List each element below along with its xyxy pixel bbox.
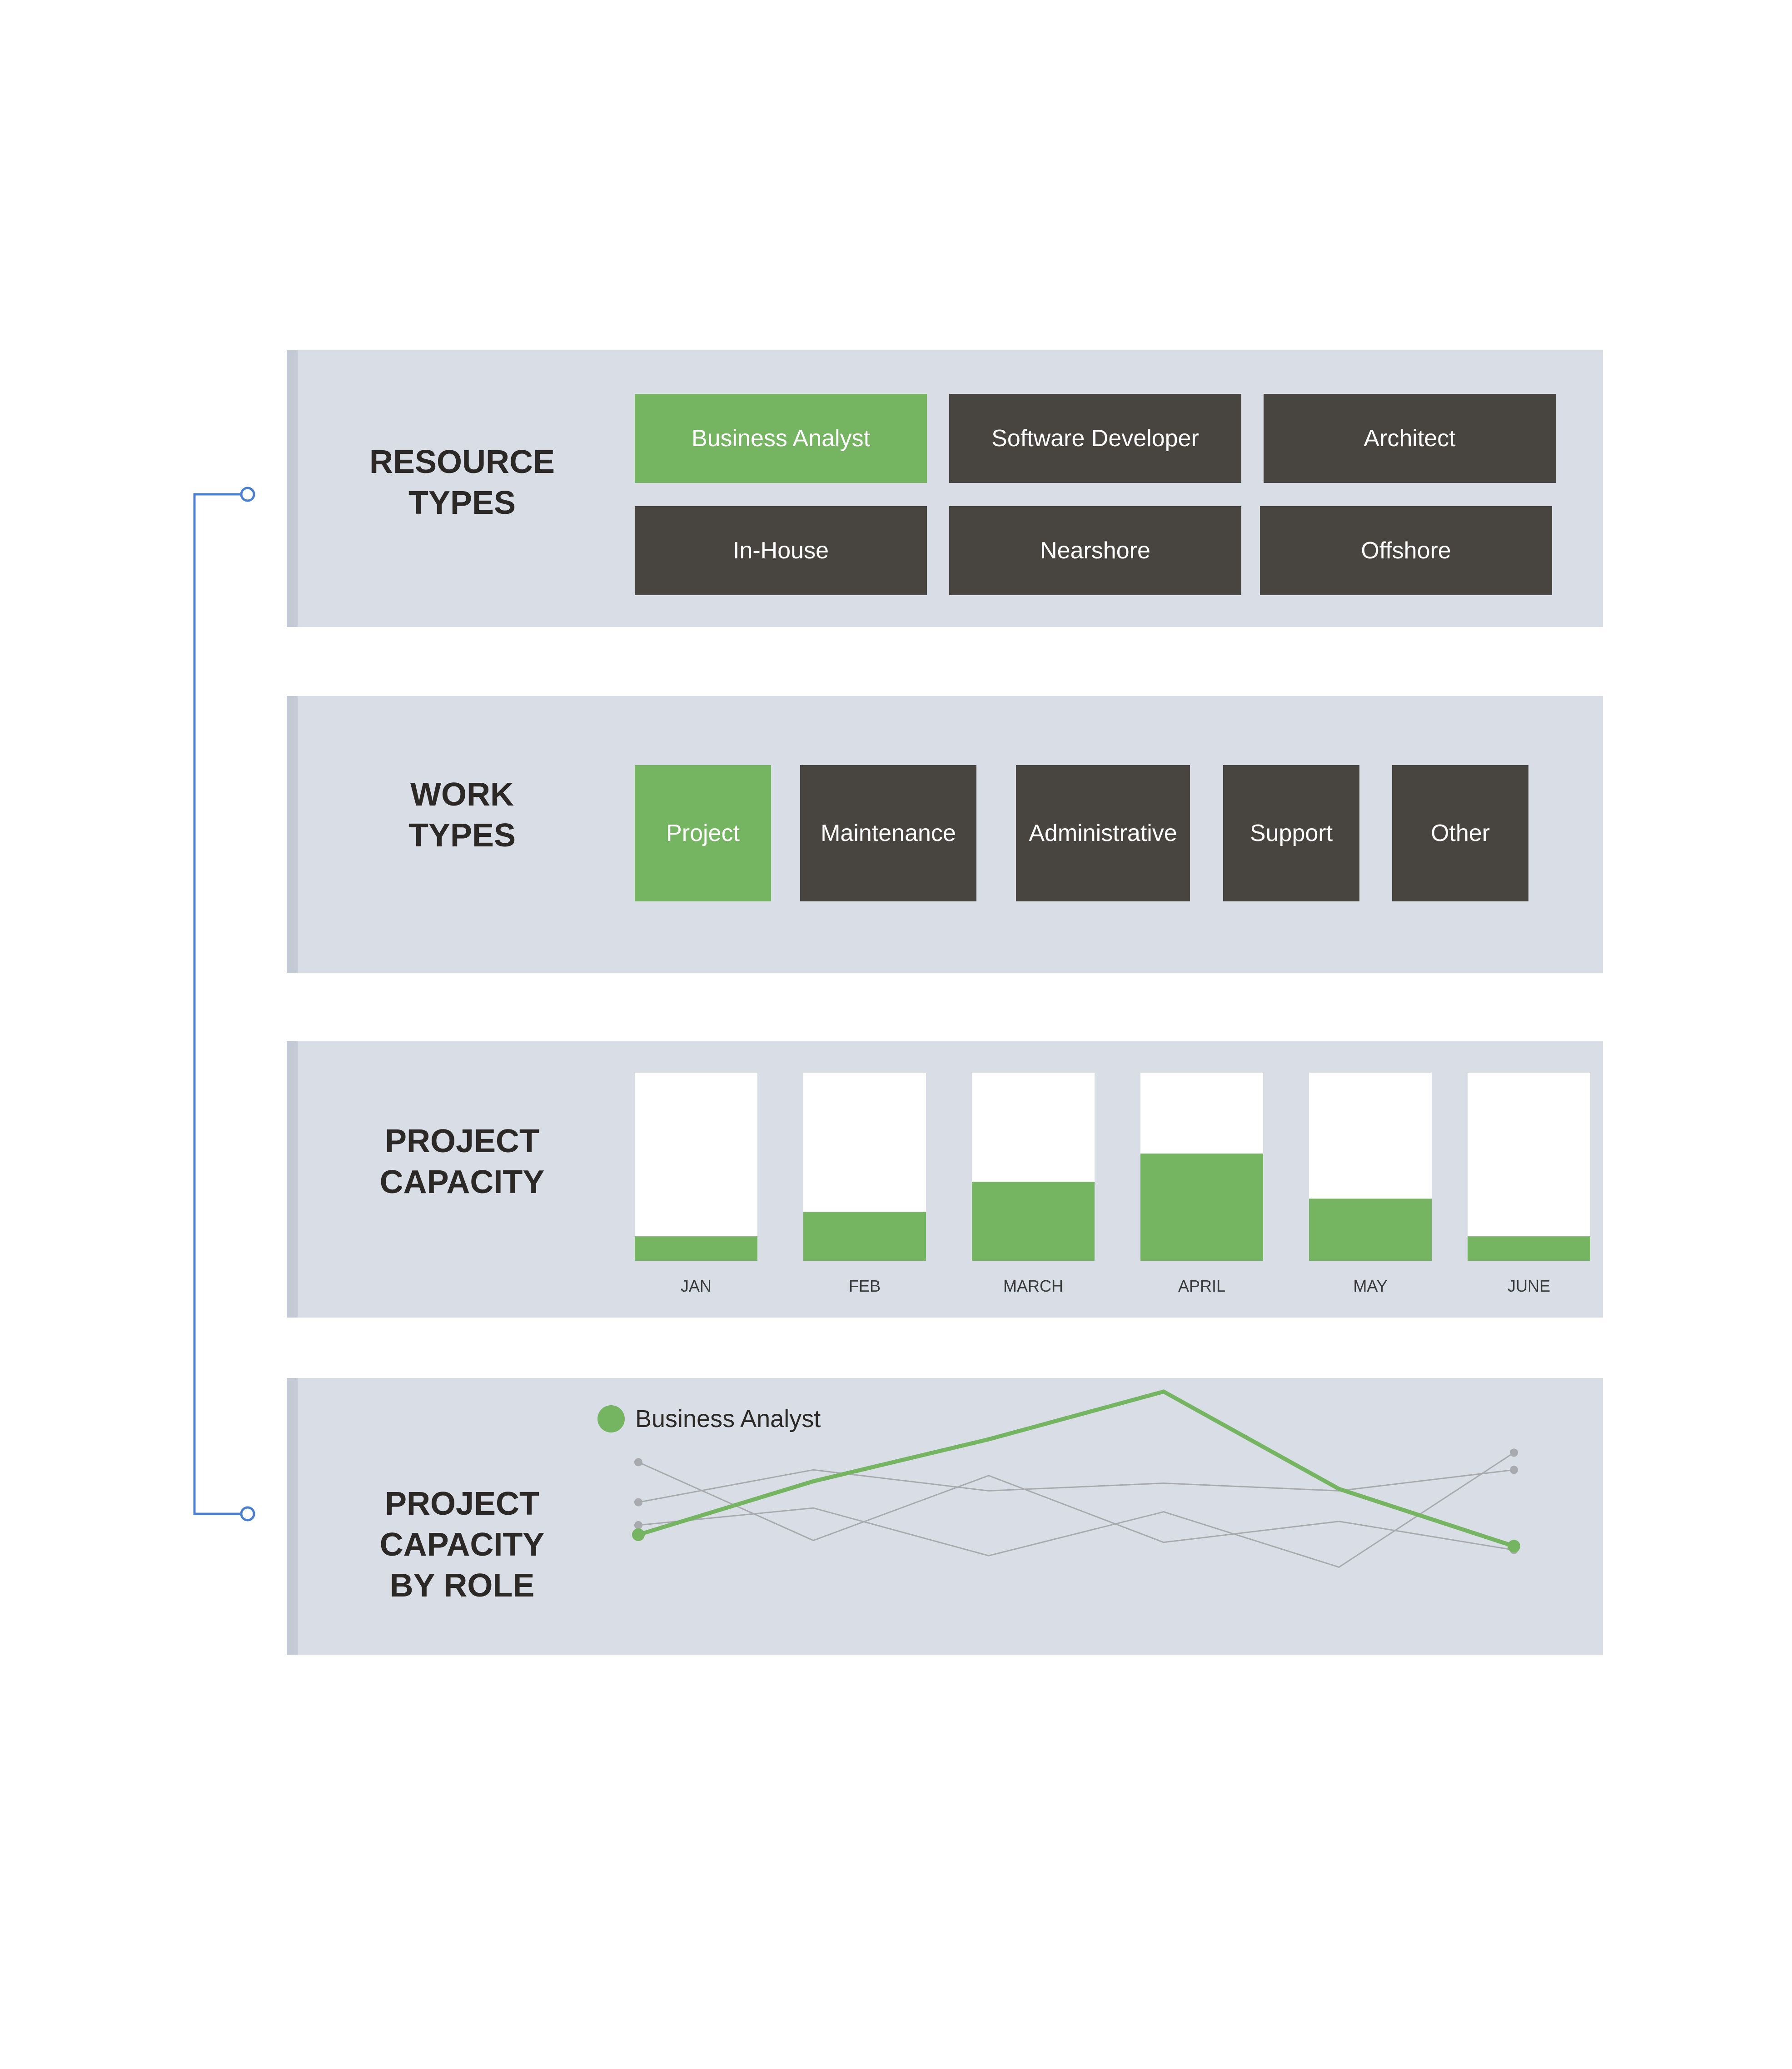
legend-label-business-analyst: Business Analyst (635, 1405, 821, 1432)
resource-type-offshore[interactable]: Offshore (1260, 506, 1552, 595)
work-type-maintenance[interactable]: Maintenance (800, 765, 976, 901)
work-types-panel: WORK TYPES Project Maintenance Administr… (287, 696, 1603, 973)
month-label: FEB (849, 1277, 881, 1295)
month-label: JUNE (1508, 1277, 1550, 1295)
resource-type-in-house[interactable]: In-House (635, 506, 927, 595)
resource-types-title: RESOURCE TYPES (369, 444, 555, 521)
capacity-bar (1309, 1199, 1432, 1261)
connector-node-top (240, 487, 255, 502)
month-label: MAY (1353, 1277, 1387, 1295)
capacity-bar (1140, 1154, 1263, 1261)
series-point-other-role (1510, 1448, 1518, 1457)
resource-type-business-analyst[interactable]: Business Analyst (635, 394, 927, 483)
month-label: APRIL (1178, 1277, 1225, 1295)
project-capacity-title: PROJECT CAPACITY (379, 1123, 545, 1200)
capacity-bar (972, 1182, 1095, 1261)
series-line-other-role (638, 1469, 1514, 1503)
month-label: MARCH (1003, 1277, 1063, 1295)
capacity-column-bg (1468, 1073, 1590, 1261)
capacity-bar (635, 1236, 757, 1261)
resource-type-architect[interactable]: Architect (1264, 394, 1556, 483)
series-point-business-analyst (1508, 1540, 1520, 1553)
month-label: JAN (681, 1277, 712, 1295)
series-line-other-role (638, 1462, 1514, 1551)
series-point-business-analyst (632, 1528, 645, 1541)
resource-types-panel: RESOURCE TYPES Business Analyst Software… (287, 350, 1603, 627)
work-type-other[interactable]: Other (1392, 765, 1528, 901)
resource-type-software-developer[interactable]: Software Developer (949, 394, 1241, 483)
work-type-project[interactable]: Project (635, 765, 771, 901)
resource-type-nearshore[interactable]: Nearshore (949, 506, 1241, 595)
series-line-business-analyst (637, 1389, 1515, 1548)
connector-node-bottom (240, 1506, 255, 1522)
capacity-column-bg (635, 1073, 757, 1261)
project-capacity-chart: JAN FEB MARCH APRIL MAY JUNE (635, 1073, 1590, 1295)
connector-bracket (193, 487, 255, 1522)
series-point-other-role (634, 1521, 642, 1529)
capacity-by-role-title: PROJECT CAPACITY BY ROLE (379, 1486, 545, 1604)
series-line-other-role (638, 1452, 1514, 1568)
series-point-other-role (634, 1458, 642, 1467)
capacity-bar (803, 1212, 926, 1261)
work-types-title: WORK TYPES (408, 776, 516, 854)
project-capacity-panel: PROJECT CAPACITY JAN FEB MARCH APRIL MAY JUNE (287, 1041, 1603, 1318)
capacity-bar (1468, 1236, 1590, 1261)
capacity-by-role-panel: PROJECT CAPACITY BY ROLE Business Analys… (287, 1378, 1603, 1655)
series-point-other-role (634, 1498, 642, 1507)
work-type-administrative[interactable]: Administrative (1016, 765, 1190, 901)
series-point-other-role (1510, 1466, 1518, 1474)
legend-swatch-business-analyst (597, 1405, 625, 1432)
capacity-by-role-chart: Business Analyst (597, 1389, 1520, 1568)
work-type-support[interactable]: Support (1223, 765, 1359, 901)
